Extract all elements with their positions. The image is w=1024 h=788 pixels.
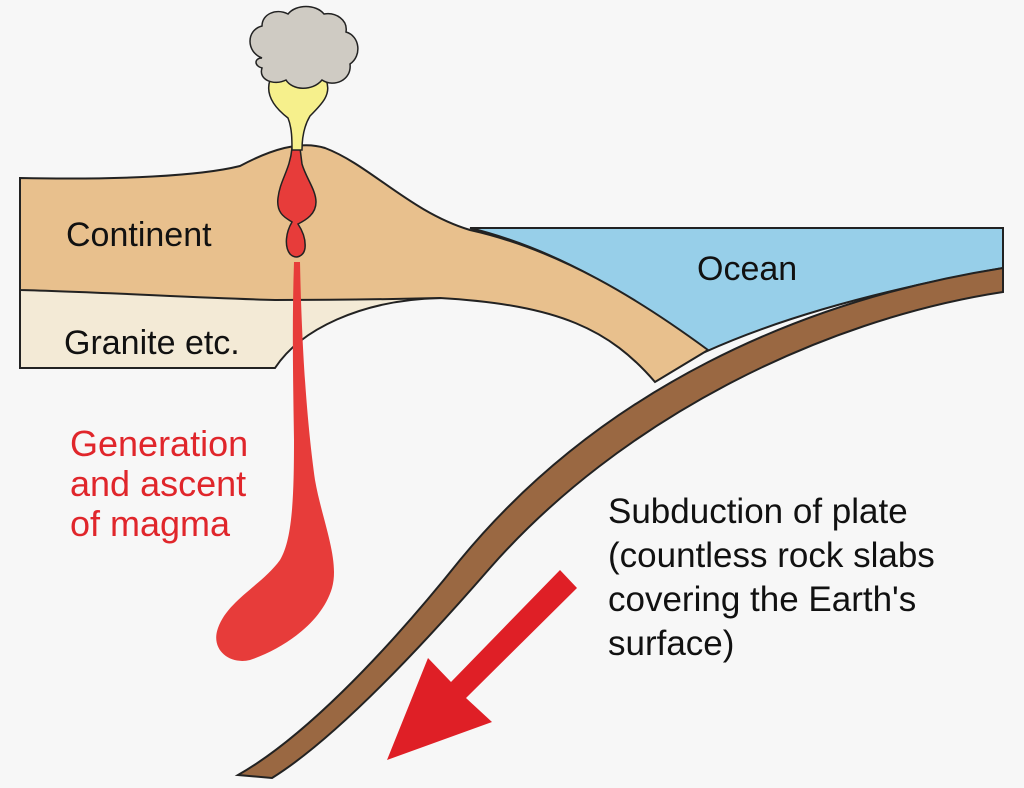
subduction-label-line-2: (countless rock slabs	[608, 536, 935, 575]
eruption-column	[268, 79, 329, 151]
continental-crust	[19, 144, 710, 384]
granite-label: Granite etc.	[64, 324, 240, 362]
volcano-plume	[249, 5, 359, 89]
magma-label: Generation and ascent of magma	[70, 424, 248, 544]
subduction-label: Subduction of plate (countless rock slab…	[608, 490, 935, 666]
subduction-label-line-3: covering the Earth's	[608, 580, 917, 619]
volcano-vent	[277, 147, 317, 258]
magma-label-line-3: of magma	[70, 503, 231, 544]
subduction-arrow	[387, 570, 577, 760]
magma-body	[216, 262, 335, 661]
subduction-label-line-1: Subduction of plate	[608, 492, 908, 531]
subducting-plate	[234, 266, 1004, 780]
continent-label: Continent	[66, 216, 212, 254]
ocean-label: Ocean	[697, 250, 798, 288]
magma-label-line-2: and ascent	[70, 463, 247, 504]
magma-label-line-1: Generation	[70, 423, 249, 464]
subduction-label-line-4: surface)	[608, 624, 735, 663]
